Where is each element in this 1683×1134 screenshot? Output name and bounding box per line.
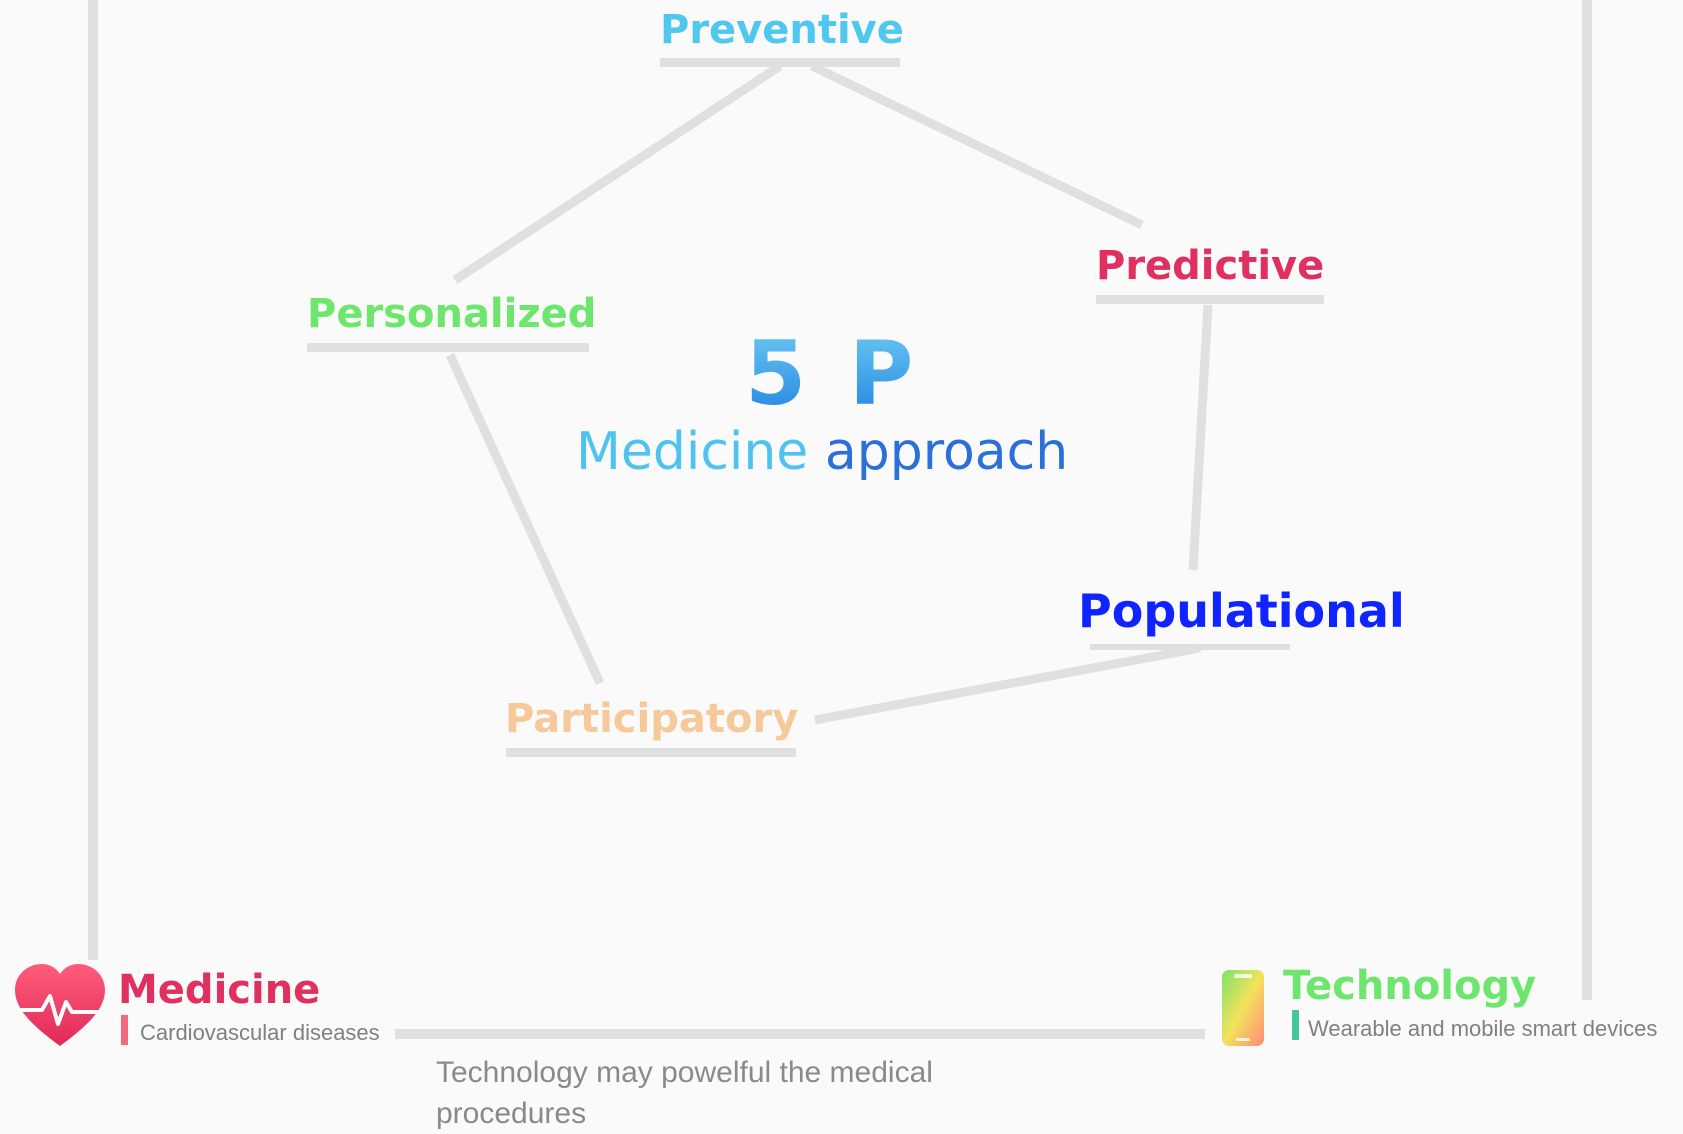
- node-preventive-label: Preventive: [660, 7, 904, 53]
- center-title: 5 P: [745, 322, 920, 425]
- node-populational-label: Populational: [1078, 584, 1405, 638]
- node-personalized-underline: [307, 343, 589, 352]
- medicine-accent-bar: [121, 1015, 128, 1045]
- center-subtitle: Medicine approach: [576, 426, 1068, 478]
- technology-accent-bar: [1292, 1010, 1299, 1040]
- connector-preventive-personalized: [452, 62, 783, 284]
- connector-predictive-populational: [1188, 304, 1213, 571]
- medicine-title: Medicine: [118, 967, 321, 1013]
- node-predictive-label: Predictive: [1096, 243, 1325, 289]
- heart-pulse-icon: [15, 964, 105, 1046]
- node-participatory-underline: [506, 748, 796, 757]
- node-participatory-label: Participatory: [505, 696, 799, 742]
- bottom-caption: Technology may powelful the medical proc…: [436, 1056, 933, 1130]
- node-populational-underline: [1090, 644, 1290, 650]
- node-predictive-underline: [1096, 295, 1324, 304]
- connector-preventive-predictive: [810, 61, 1144, 230]
- center-subtitle-approach: approach: [824, 422, 1069, 482]
- center-subtitle-medicine: Medicine: [576, 422, 809, 482]
- technology-subtitle: Wearable and mobile smart devices: [1308, 1016, 1658, 1041]
- node-preventive-underline: [660, 58, 900, 67]
- technology-title: Technology: [1283, 963, 1537, 1009]
- connector-participatory-populational: [814, 643, 1201, 725]
- node-personalized-label: Personalized: [307, 291, 597, 337]
- smartphone-icon: [1222, 970, 1264, 1046]
- connector-personalized-participatory: [445, 353, 605, 685]
- medicine-subtitle: Cardiovascular diseases: [140, 1020, 380, 1045]
